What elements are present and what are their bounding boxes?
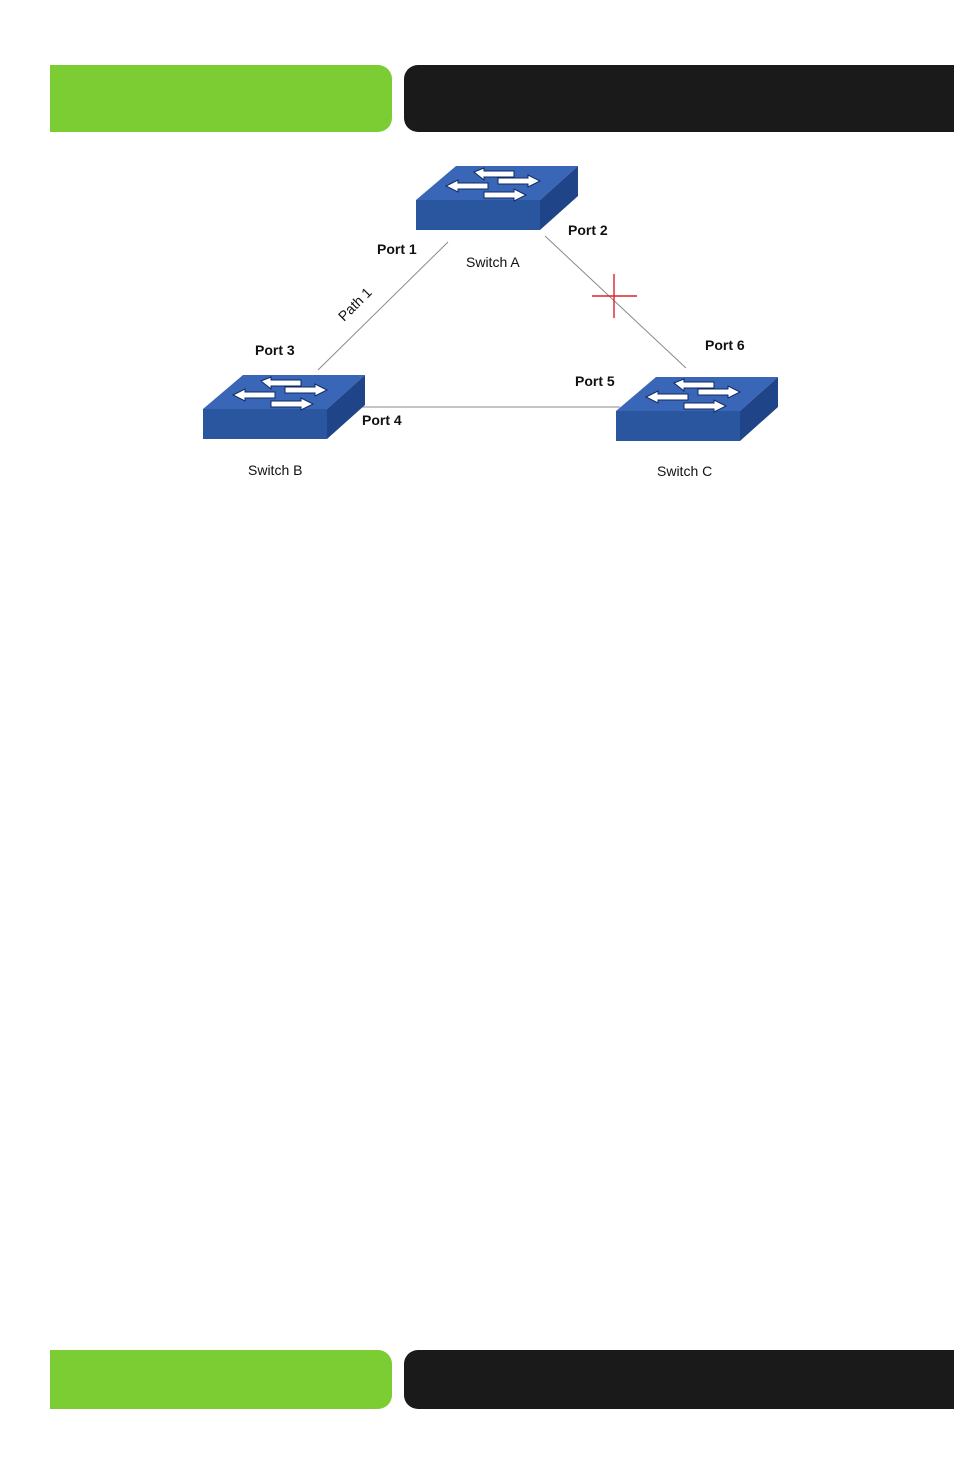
port-1-label: Port 1 (377, 241, 417, 257)
path-1-label: Path 1 (335, 284, 375, 324)
port-4-label: Port 4 (362, 412, 402, 428)
switch-c-icon (616, 369, 778, 441)
link-a-b (318, 242, 448, 370)
switch-c-label: Switch C (657, 463, 712, 479)
switch-b-icon (203, 367, 365, 439)
link-a-c (545, 236, 686, 368)
port-6-label: Port 6 (705, 337, 745, 353)
switch-a-label: Switch A (466, 254, 520, 270)
footer-green-bar (50, 1350, 392, 1409)
port-5-label: Port 5 (575, 373, 615, 389)
port-2-label: Port 2 (568, 222, 608, 238)
switch-b-label: Switch B (248, 462, 302, 478)
switch-a-icon (416, 158, 578, 230)
footer-black-bar (404, 1350, 954, 1409)
blocked-cross-icon (592, 274, 637, 318)
port-3-label: Port 3 (255, 342, 295, 358)
